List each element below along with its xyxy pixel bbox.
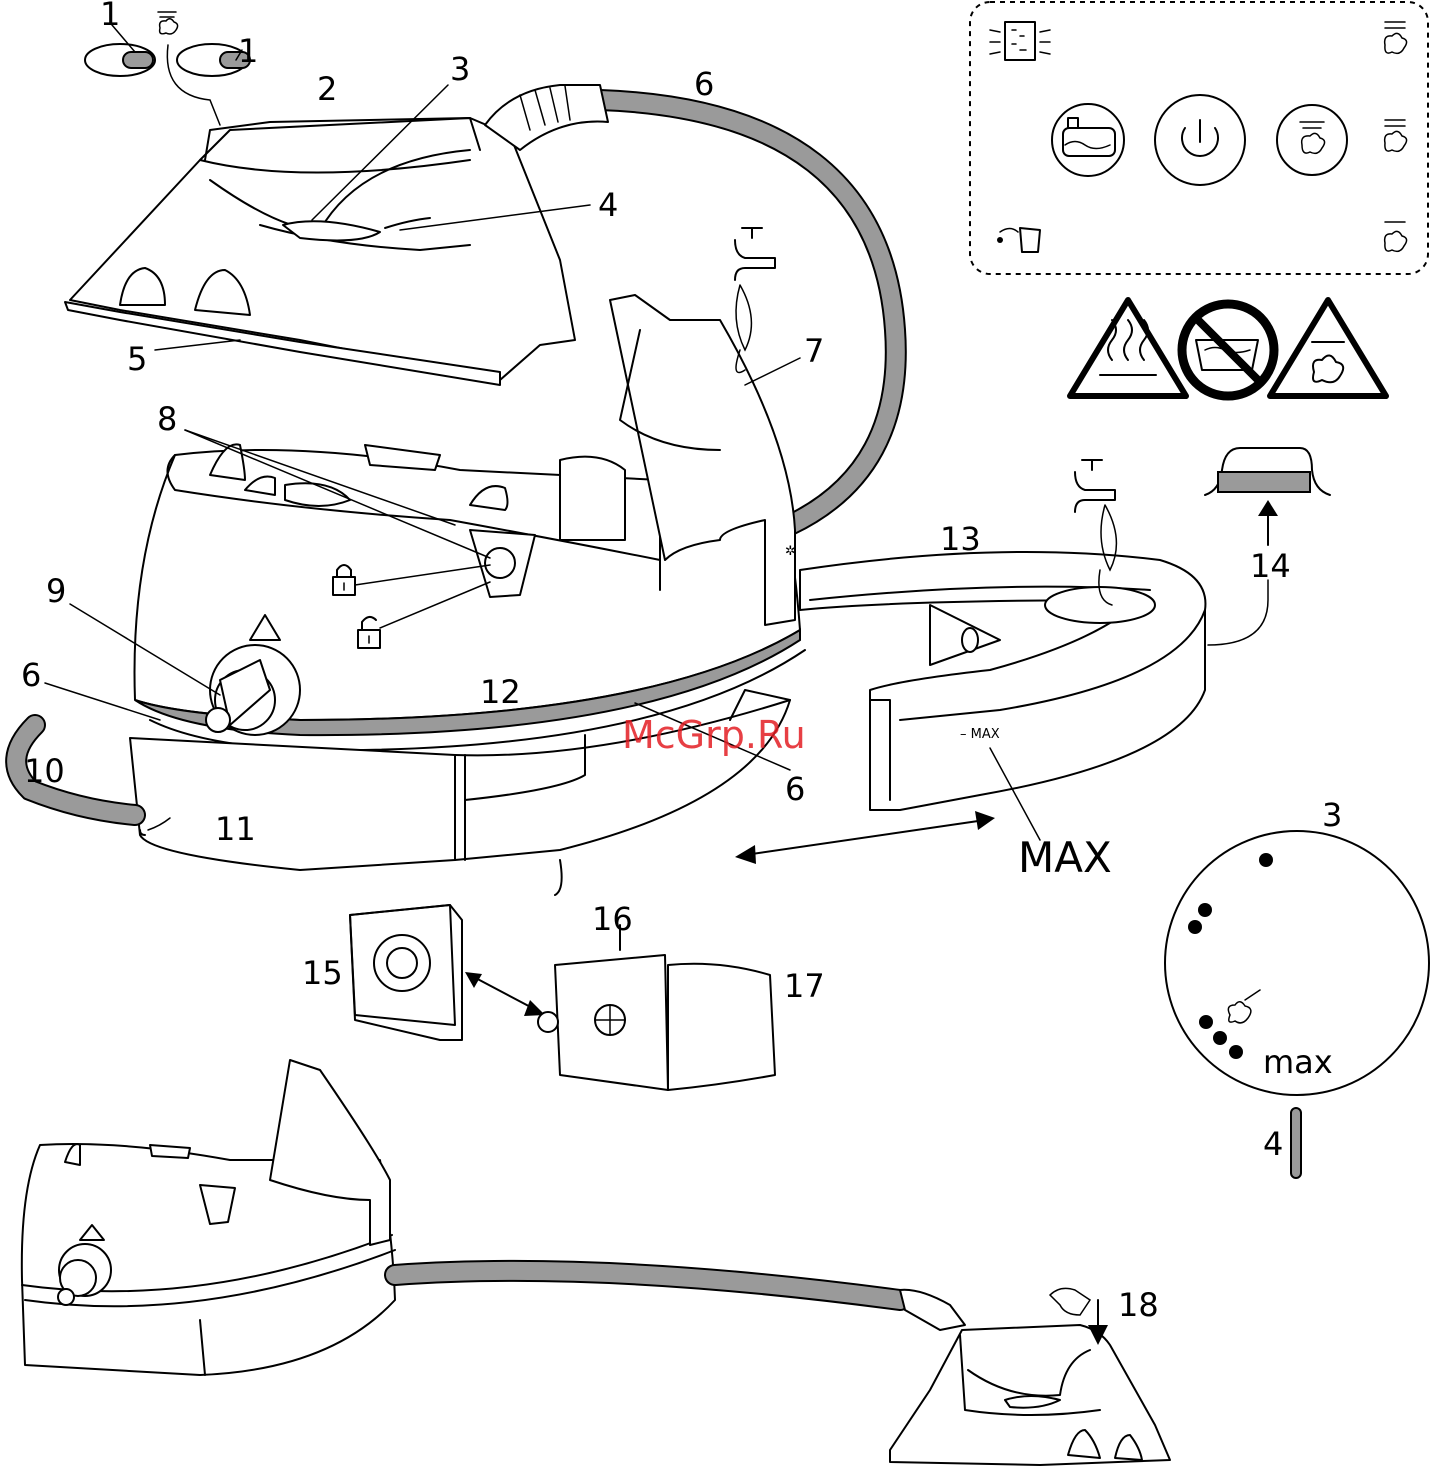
callout-1a: 1 xyxy=(100,0,120,33)
hot-surface-warning-icon xyxy=(1070,300,1186,396)
descale-tank-button[interactable] xyxy=(1052,104,1124,176)
dial-max-label: max xyxy=(1263,1043,1333,1081)
control-panel xyxy=(970,2,1428,274)
dial-callout-4: 4 xyxy=(1263,1125,1283,1163)
no-bath-water-icon xyxy=(1182,304,1274,396)
callout-18: 18 xyxy=(1118,1286,1159,1324)
callout-13: 13 xyxy=(940,520,981,558)
water-refill-icon xyxy=(997,228,1040,252)
callout-10: 10 xyxy=(24,752,65,790)
callout-14: 14 xyxy=(1250,547,1291,585)
callout-7: 7 xyxy=(804,332,824,370)
callout-17: 17 xyxy=(784,967,825,1005)
hose-bottom xyxy=(395,1271,965,1330)
callout-12: 12 xyxy=(480,673,521,711)
callout-3: 3 xyxy=(450,50,470,88)
callout-11: 11 xyxy=(215,810,256,848)
callout-16: 16 xyxy=(592,900,633,938)
callout-2: 2 xyxy=(317,70,337,108)
callout-5: 5 xyxy=(127,340,147,378)
callout-4: 4 xyxy=(598,186,618,224)
scale-warning-icon xyxy=(990,22,1050,60)
dial-callout-3: 3 xyxy=(1322,796,1342,834)
callout-6a: 6 xyxy=(694,65,714,103)
callout-9: 9 xyxy=(46,572,66,610)
tank-max-label: MAX xyxy=(1018,833,1112,882)
callout-1b: 1 xyxy=(238,32,258,70)
tank-max-mark: – MAX xyxy=(960,727,1000,742)
watermark: McGrp.Ru xyxy=(622,713,806,757)
steam-mini-icon: ✲ xyxy=(785,544,796,559)
temperature-dial xyxy=(1165,831,1429,1178)
callout-8: 8 xyxy=(157,400,177,438)
filter-cartridge xyxy=(350,860,775,1090)
base-station-small xyxy=(22,1060,395,1375)
cord-storage xyxy=(130,738,455,870)
callout-6b: 6 xyxy=(21,656,41,694)
base-station xyxy=(16,295,1205,870)
steam-button[interactable] xyxy=(1277,105,1347,175)
callout-6c: 6 xyxy=(785,770,805,808)
steam-icon xyxy=(1385,22,1407,251)
callout-15: 15 xyxy=(302,954,343,992)
steam-warning-icon xyxy=(1270,300,1386,396)
power-button[interactable] xyxy=(1155,95,1245,185)
double-arrow xyxy=(735,811,995,864)
